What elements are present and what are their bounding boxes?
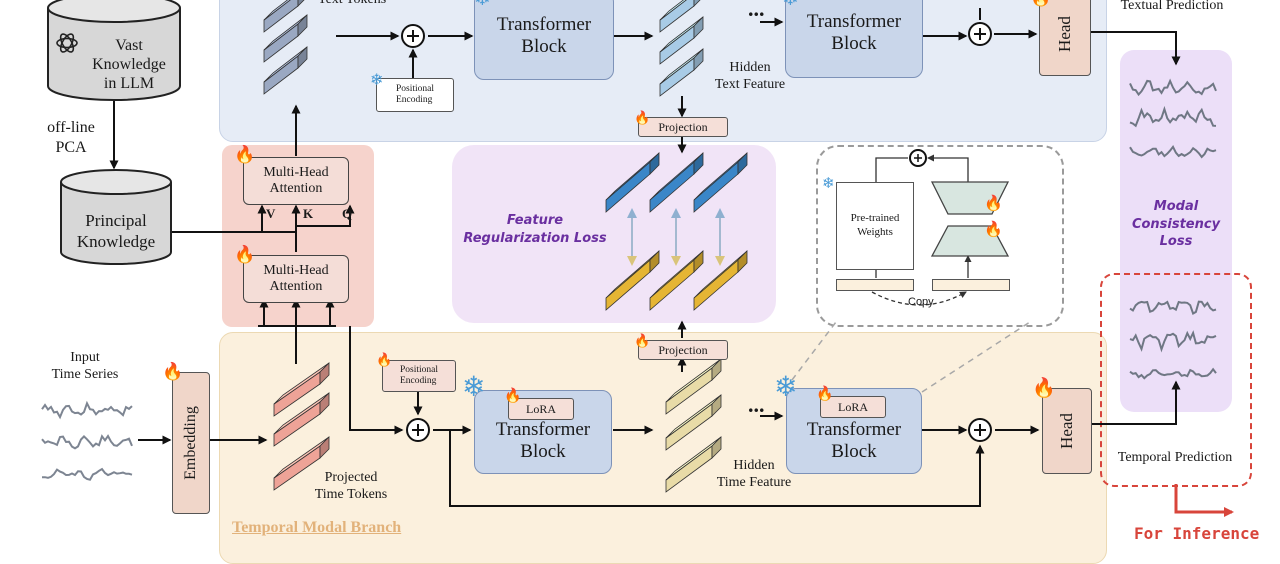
trainable-flame-icon: 🔥 bbox=[984, 222, 1003, 238]
pca-label: off-line PCA bbox=[47, 119, 95, 156]
attention-q-label: Q bbox=[342, 206, 353, 221]
frozen-snowflake-icon: ❄ bbox=[774, 372, 798, 403]
llm-logo-icon bbox=[56, 33, 78, 53]
vast-knowledge-database-icon bbox=[47, 0, 181, 101]
text-projection: Projection bbox=[638, 117, 728, 137]
trainable-flame-icon: 🔥 bbox=[1032, 378, 1056, 399]
trainable-flame-icon: 🔥 bbox=[816, 387, 834, 402]
embedding-block: Embedding bbox=[172, 372, 210, 514]
trainable-flame-icon: 🔥 bbox=[1030, 0, 1051, 8]
text-tokens-label: Text Tokens bbox=[318, 0, 386, 9]
principal-knowledge-database-icon bbox=[60, 169, 172, 265]
for-inference-label: For Inference bbox=[1134, 524, 1260, 543]
attention-k-label: K bbox=[303, 206, 314, 221]
temporal-ellipsis: ... bbox=[748, 392, 765, 417]
feature-regularization-loss-label: Feature Regularization Loss bbox=[463, 213, 607, 246]
modal-consistency-loss-label: Modal Consistency Loss bbox=[1131, 199, 1221, 250]
lora-adapter-1: LoRA bbox=[508, 398, 574, 420]
frozen-snowflake-icon: ❄ bbox=[462, 372, 486, 403]
text-head: Head bbox=[1039, 0, 1091, 76]
vast-knowledge-label: Vast Knowledge in LLM bbox=[92, 37, 166, 93]
trainable-flame-icon: 🔥 bbox=[376, 352, 393, 367]
frozen-snowflake-icon: ❄ bbox=[782, 0, 799, 11]
frozen-snowflake-icon: ❄ bbox=[822, 176, 835, 192]
lora-adapter-2: LoRA bbox=[820, 396, 886, 418]
frozen-snowflake-icon: ❄ bbox=[474, 0, 491, 11]
frozen-snowflake-icon: ❄ bbox=[370, 72, 384, 89]
trainable-flame-icon: 🔥 bbox=[234, 245, 256, 264]
temporal-head: Head bbox=[1042, 388, 1092, 474]
text-ellipsis: ... bbox=[748, 0, 765, 21]
connector-arrows bbox=[109, 8, 1234, 517]
trainable-flame-icon: 🔥 bbox=[504, 389, 522, 404]
trainable-flame-icon: 🔥 bbox=[234, 145, 256, 164]
projected-time-tokens-label: Projected Time Tokens bbox=[314, 470, 388, 502]
hidden-time-feature-label: Hidden Time Feature bbox=[716, 458, 792, 490]
temporal-projection: Projection bbox=[638, 340, 728, 360]
attention-v-label: V bbox=[266, 206, 276, 221]
trainable-flame-icon: 🔥 bbox=[634, 333, 651, 348]
hidden-text-feature-label: Hidden Text Feature bbox=[714, 60, 786, 92]
lora-input-bar bbox=[932, 279, 1010, 291]
temporal-branch-panel bbox=[219, 332, 1107, 564]
temporal-prediction-label: Temporal Prediction bbox=[1117, 450, 1233, 465]
trainable-flame-icon: 🔥 bbox=[162, 362, 184, 381]
temporal-branch-title: Temporal Modal Branch bbox=[232, 519, 402, 536]
input-time-series-label: Input Time Series bbox=[51, 350, 119, 382]
textual-prediction-label: Textual Prediction bbox=[1120, 0, 1224, 13]
trainable-flame-icon: 🔥 bbox=[634, 110, 651, 125]
copy-label: Copy bbox=[908, 296, 934, 308]
trainable-flame-icon: 🔥 bbox=[984, 196, 1003, 212]
weights-input-bar bbox=[836, 279, 914, 291]
principal-knowledge-label: Principal Knowledge bbox=[76, 211, 156, 252]
lora-adapter-trapezoids bbox=[930, 181, 1010, 257]
